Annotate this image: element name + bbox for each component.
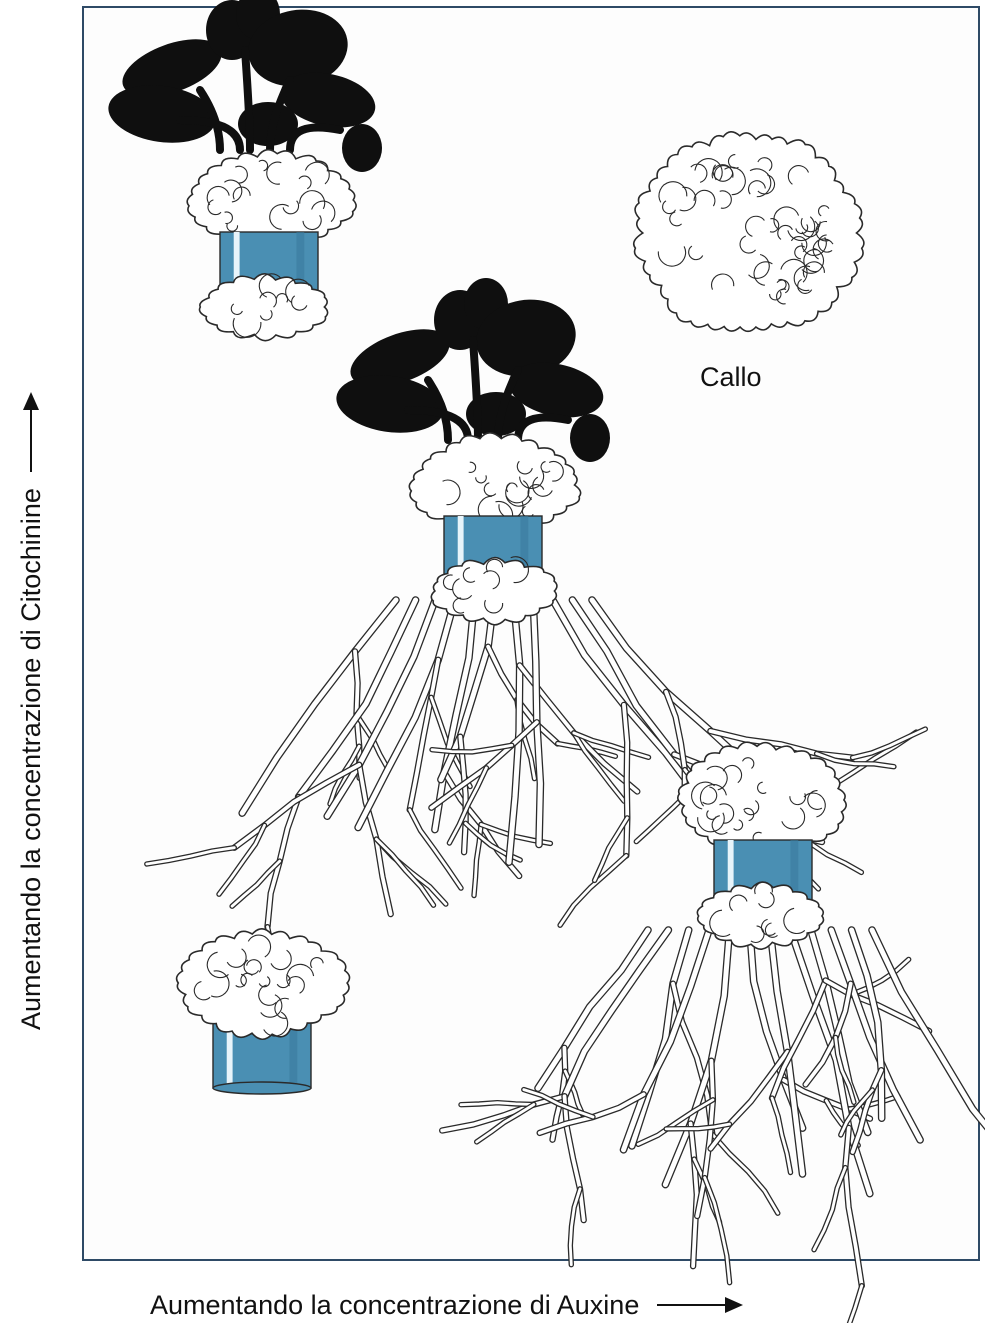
y-axis-arrow-icon: [23, 392, 39, 472]
y-axis-label-text: Aumentando la concentrazione di Citochin…: [16, 488, 47, 1030]
culture-minimal: [177, 929, 350, 1094]
culture-shoots: [105, 0, 382, 341]
x-axis-label: Aumentando la concentrazione di Auxine: [150, 1288, 930, 1322]
culture-roots: [442, 742, 985, 1323]
callus-label: Callo: [700, 362, 762, 393]
leaves-center: [333, 278, 610, 462]
leaves-shoots: [105, 0, 382, 172]
callus-minimal-top: [177, 929, 350, 1039]
callus-shoots-bottom: [199, 274, 327, 341]
callus-large: [634, 132, 864, 332]
x-axis-label-text: Aumentando la concentrazione di Auxine: [150, 1290, 639, 1321]
culture-callus: [634, 132, 864, 332]
x-axis-arrow-icon: [657, 1297, 743, 1313]
y-axis-label: Aumentando la concentrazione di Citochin…: [14, 240, 48, 1030]
roots-right: [442, 930, 985, 1323]
